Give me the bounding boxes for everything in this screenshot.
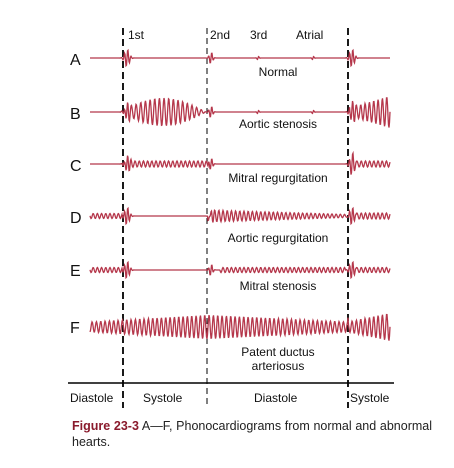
caption-text: A—F, Phonocardiograms from normal and ab… xyxy=(72,419,432,449)
row-letter-f: F xyxy=(70,320,80,337)
waveform-mitral-regurgitation xyxy=(90,150,391,175)
third-sound-label: 3rd xyxy=(250,28,267,42)
waveform-patent-ductus-arteriosus xyxy=(89,313,391,341)
first-sound-label: 1st xyxy=(128,28,145,42)
phase-systole-right: Systole xyxy=(350,391,390,405)
row-letter-d: D xyxy=(70,210,82,227)
row-letter-b: B xyxy=(70,106,81,123)
caption-label: Figure 23-3 xyxy=(72,419,139,433)
label-aortic-regurgitation: Aortic regurgitation xyxy=(228,231,329,245)
phase-diastole-mid: Diastole xyxy=(254,391,298,405)
label-patent-ductus-line2: arteriosus xyxy=(252,359,305,373)
phonocardiogram-figure: 1st 2nd 3rd Atrial A B C D E F Normal Ao… xyxy=(68,28,394,408)
waveform-mitral-stenosis xyxy=(89,260,391,280)
label-aortic-stenosis: Aortic stenosis xyxy=(239,117,317,131)
waveform-aortic-regurgitation xyxy=(89,206,391,226)
label-patent-ductus-line1: Patent ductus xyxy=(241,345,314,359)
phase-systole-left: Systole xyxy=(143,391,183,405)
row-letter-e: E xyxy=(70,263,81,280)
atrial-sound-label: Atrial xyxy=(296,28,323,42)
second-sound-label: 2nd xyxy=(210,28,230,42)
label-mitral-regurgitation: Mitral regurgitation xyxy=(228,171,327,185)
label-normal: Normal xyxy=(259,65,298,79)
phase-diastole-left: Diastole xyxy=(70,391,114,405)
waveform-normal xyxy=(90,48,390,68)
row-letter-c: C xyxy=(70,158,82,175)
label-mitral-stenosis: Mitral stenosis xyxy=(240,279,317,293)
figure-caption: Figure 23-3 A—F, Phonocardiograms from n… xyxy=(72,418,432,450)
waveform-aortic-stenosis xyxy=(90,97,391,128)
row-letter-a: A xyxy=(70,52,81,69)
